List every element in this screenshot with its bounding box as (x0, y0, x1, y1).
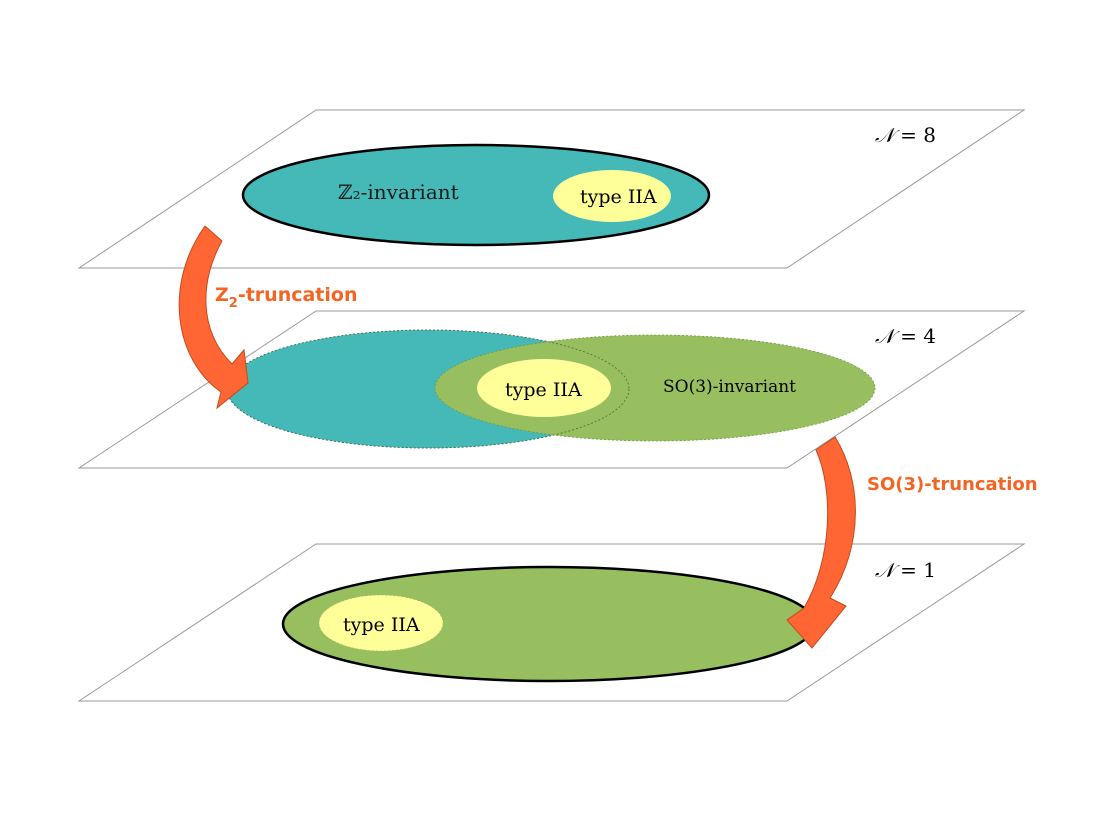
z2-truncation-label: Z2-truncation (215, 284, 357, 311)
plane-n1: type IIA 𝒩= 1 (77, 543, 1026, 702)
so3-invariant-label: SO(3)-invariant (663, 377, 796, 397)
type-iia-region (553, 170, 671, 222)
type-iia-region (477, 359, 611, 417)
plane-n8: ℤ₂-invariant type IIA 𝒩= 8 (77, 109, 1026, 269)
type-iia-region (318, 594, 444, 652)
so3-truncation-label: SO(3)-truncation (867, 474, 1038, 495)
type-iia-label: type IIA (505, 379, 582, 401)
plane-n8-label: 𝒩= 8 (875, 123, 936, 147)
z2-truncation-arrow: Z2-truncation (178, 225, 357, 410)
plane-n1-label: 𝒩= 1 (875, 558, 936, 582)
type-iia-label: type IIA (343, 614, 420, 636)
z2-truncation-arrow-body (178, 225, 249, 410)
plane-n4-label: 𝒩= 4 (875, 324, 936, 348)
z2-invariant-label: ℤ₂-invariant (338, 180, 459, 204)
so3-truncation-arrow: SO(3)-truncation (786, 436, 1038, 649)
z2-invariant-outline (226, 329, 630, 449)
plane-n4: type IIA SO(3)-invariant 𝒩= 4 (77, 310, 1026, 469)
type-iia-label: type IIA (580, 186, 657, 208)
so3-truncation-arrow-body (786, 436, 856, 649)
